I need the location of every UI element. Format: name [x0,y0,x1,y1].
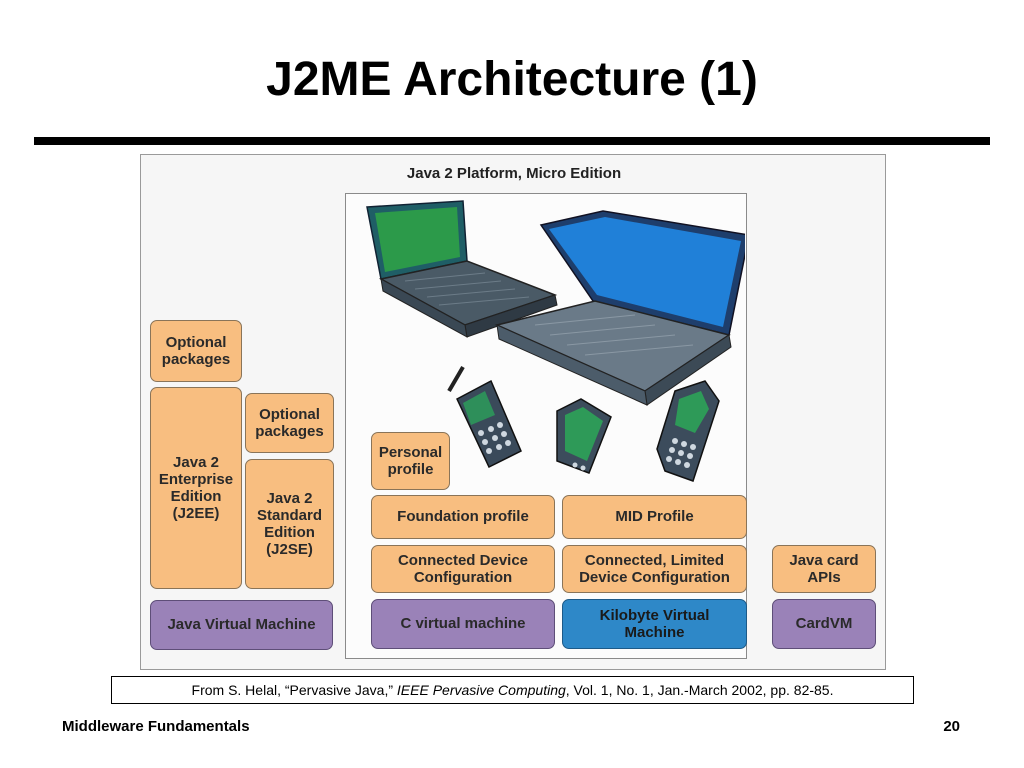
citation-suffix: , Vol. 1, No. 1, Jan.-March 2002, pp. 82… [565,682,834,698]
figure-citation: From S. Helal, “Pervasive Java,” IEEE Pe… [111,676,914,704]
citation-prefix: From S. Helal, “Pervasive Java,” [191,682,397,698]
optional-packages-box-1: Optional packages [150,320,242,382]
foundation-profile-box: Foundation profile [371,495,555,539]
slide-title: J2ME Architecture (1) [266,53,758,106]
mid-profile-box: MID Profile [562,495,747,539]
kilobyte-virtual-machine-box: Kilobyte Virtual Machine [562,599,747,649]
mobile-phone-icon [447,365,522,469]
personal-profile-box: Personal profile [371,432,450,490]
cardvm-box: CardVM [772,599,876,649]
laptop-left-icon [366,200,558,338]
citation-journal: IEEE Pervasive Computing [396,682,566,698]
j2me-architecture-figure: Java 2 Platform, Micro Edition [140,154,886,670]
footer-course-name: Middleware Fundamentals [62,718,250,735]
java-card-apis-box: Java card APIs [772,545,876,593]
pda-icon [556,398,612,474]
devices-illustration [366,200,745,482]
java-virtual-machine-box: Java Virtual Machine [150,600,333,650]
j2ee-box: Java 2 Enterprise Edition (J2EE) [150,387,242,589]
optional-packages-box-2: Optional packages [245,393,334,453]
figure-title: Java 2 Platform, Micro Edition [406,165,622,182]
c-virtual-machine-box: C virtual machine [371,599,555,649]
smartphone-icon [656,380,720,482]
title-divider [34,137,990,145]
j2se-box: Java 2 Standard Edition (J2SE) [245,459,334,589]
slide-number: 20 [943,718,960,735]
laptop-right-icon [494,210,745,406]
connected-device-configuration-box: Connected Device Configuration [371,545,555,593]
connected-limited-device-configuration-box: Connected, Limited Device Configuration [562,545,747,593]
